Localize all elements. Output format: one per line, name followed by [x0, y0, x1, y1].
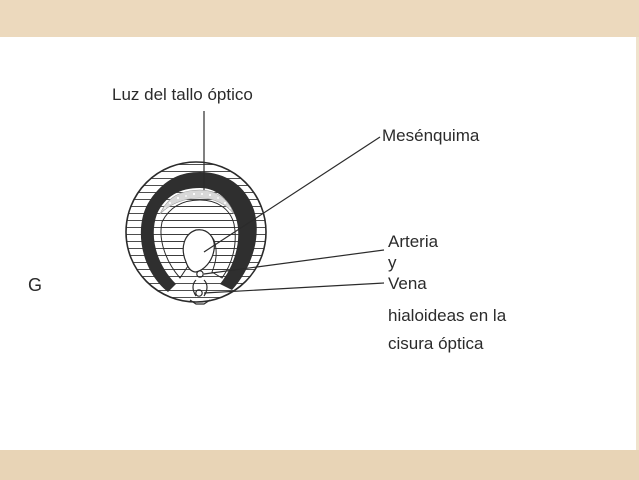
- mesenchyme-blob: [182, 229, 215, 273]
- label-luz-tallo-optico: Luz del tallo óptico: [112, 85, 253, 104]
- label-cisura-optica: cisura óptica: [388, 334, 484, 353]
- label-vena: Vena: [388, 274, 427, 293]
- optic-stalk-lumen-band: [159, 189, 235, 215]
- label-hialoideas: hialoideas en la: [388, 306, 507, 325]
- lumen-speckles: [164, 192, 231, 209]
- label-arteria: Arteria: [388, 232, 439, 251]
- label-y: y: [388, 253, 397, 272]
- bottom-band: [0, 450, 639, 480]
- panel-edge: [636, 37, 639, 450]
- leader-lines: [203, 111, 385, 294]
- label-mesenquima: Mesénquima: [382, 126, 480, 145]
- outer-cup-layer: [140, 172, 257, 292]
- figure-panel: [0, 37, 636, 450]
- panel-letter-g: G: [28, 275, 43, 295]
- hyaloid-vessels: [189, 270, 211, 305]
